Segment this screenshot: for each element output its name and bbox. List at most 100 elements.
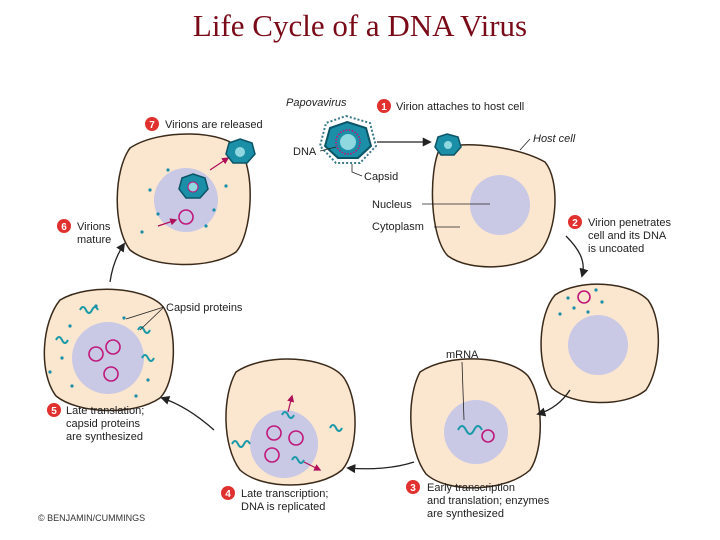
mrna-pointer [461, 361, 465, 421]
mrna-strand [291, 456, 305, 464]
mrna-label: mRNA [446, 349, 479, 361]
export-arrow [287, 394, 295, 413]
step-text: Virions mature [77, 221, 114, 246]
step-2: 2 Virion penetrates cell and its DNA is … [568, 215, 674, 255]
dna-label: DNA [293, 146, 317, 158]
step-number: 3 [410, 483, 416, 494]
mrna-strand [457, 425, 483, 435]
step-3: 3 Early transcription and translation; e… [406, 480, 552, 520]
step-text: Virion penetrates cell and its DNA is un… [588, 217, 674, 255]
step-badge [57, 219, 71, 233]
cell-6-maturation [116, 133, 251, 266]
cell-nucleus [470, 175, 530, 235]
step-6: 6 Virions mature [57, 219, 114, 246]
cell-3-early-transcription [410, 358, 541, 489]
step-line: Virion attaches to host cell [396, 101, 524, 113]
step-number: 5 [51, 406, 57, 417]
released-virion [225, 138, 256, 164]
capsid-proteins-pointer [125, 306, 165, 320]
cell-nucleus [72, 322, 144, 394]
dna-ring [105, 339, 121, 355]
step-line: Virions are released [165, 119, 263, 131]
dna-ring [264, 447, 280, 463]
step-badge [145, 117, 159, 131]
dna-ring [178, 209, 194, 225]
dna-ring [88, 346, 104, 362]
step-number: 4 [225, 489, 231, 500]
step-5: 5 Late translation; capsid proteins are … [47, 403, 147, 443]
capsid-pointer [351, 164, 363, 177]
capsid-proteins-pointer [139, 306, 165, 331]
step-number: 6 [61, 222, 67, 233]
dna-ring [481, 429, 495, 443]
step-line: Late translation; [66, 405, 144, 417]
step-badge [377, 99, 391, 113]
mrna-strand [55, 336, 69, 344]
virion-dna-ring [335, 129, 361, 155]
step-text: Virion attaches to host cell [396, 101, 524, 113]
dna-ring [577, 290, 591, 304]
diagram-title: Life Cycle of a DNA Virus [192, 8, 528, 43]
step-number: 2 [572, 218, 578, 229]
cell-nucleus [250, 410, 318, 478]
step-line: DNA is replicated [241, 501, 325, 513]
step-badge [221, 486, 235, 500]
dna-pointer [319, 146, 337, 152]
step-line: and translation; enzymes [427, 495, 550, 507]
capsid-proteins-label: Capsid proteins [166, 302, 243, 314]
mrna-strand [141, 354, 155, 362]
step-badge [568, 215, 582, 229]
step-text: Late translation; capsid proteins are sy… [66, 405, 147, 443]
cytoplasm-label: Cytoplasm [372, 221, 424, 233]
cell-1-host [431, 133, 556, 268]
export-arrow [303, 461, 322, 471]
cell-nucleus [568, 315, 628, 375]
step-line: Late transcription; [241, 488, 328, 500]
step-line: is uncoated [588, 243, 644, 255]
step-line: Virion penetrates [588, 217, 671, 229]
step-line: cell and its DNA [588, 230, 667, 242]
step-line: are synthesized [427, 508, 504, 520]
step-4: 4 Late transcription; DNA is replicated [221, 486, 332, 513]
release-arrow [209, 157, 230, 171]
dna-ring [266, 425, 282, 441]
step-badge [406, 480, 420, 494]
step-line: Virions [77, 221, 111, 233]
host-cell-label: Host cell [533, 133, 576, 145]
cell-2-uncoating [540, 283, 659, 404]
step-text: Late transcription; DNA is replicated [241, 488, 332, 513]
step-text: Early transcription and translation; enz… [427, 482, 552, 520]
step-1: 1 Virion attaches to host cell [377, 99, 524, 113]
cycle-arrow-5-to-6 [109, 242, 126, 283]
cycle-arrow-3-to-4 [346, 461, 415, 474]
cell-5-late-translation [43, 288, 175, 412]
mrna-strand [137, 326, 151, 334]
cycle-arrow-4-to-5 [160, 395, 215, 431]
step-line: Early transcription [427, 482, 515, 494]
virus-name-label: Papovavirus [286, 97, 347, 109]
mrna-strand [281, 411, 295, 419]
nucleus-label: Nucleus [372, 199, 412, 211]
step-line: mature [77, 234, 111, 246]
virion-core [340, 134, 356, 150]
host-cell-pointer [519, 138, 531, 151]
cell-nucleus [444, 400, 508, 464]
capsid-label: Capsid [364, 171, 398, 183]
step-line: are synthesized [66, 431, 143, 443]
copyright-notice: © BENJAMIN/CUMMINGS [38, 513, 146, 523]
dna-ring [103, 366, 119, 382]
step-line: capsid proteins [66, 418, 140, 430]
mrna-strand [231, 440, 251, 448]
step-badge [47, 403, 61, 417]
step-number: 7 [149, 120, 155, 131]
cycle-arrow-2-to-3 [565, 235, 589, 278]
step-number: 1 [381, 102, 387, 113]
dna-ring [288, 430, 304, 446]
cycle-arrow-to-3 [536, 389, 571, 417]
step-text: Virions are released [165, 119, 263, 131]
assembly-arrow [157, 218, 178, 227]
cell-4-late-transcription [225, 358, 356, 486]
mrna-strand [329, 424, 343, 432]
papovavirus-virion [318, 114, 378, 164]
